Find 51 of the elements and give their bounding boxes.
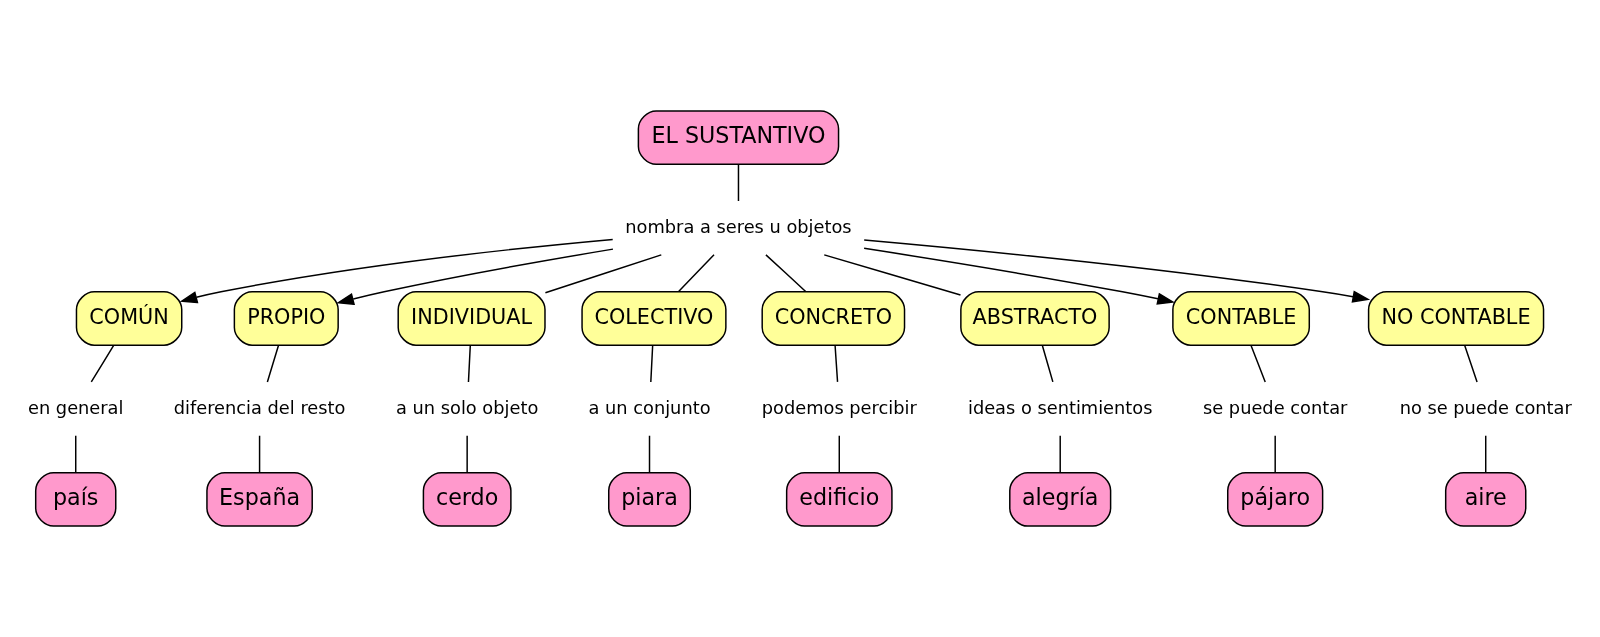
node-box: INDIVIDUAL	[397, 291, 546, 346]
node-box: piara	[608, 471, 691, 527]
node-box: cerdo	[422, 471, 512, 527]
node-box: COLECTIVO	[581, 291, 727, 346]
node-text: no se puede contar	[1399, 396, 1572, 418]
node-box: EL SUSTANTIVO	[637, 110, 840, 166]
node-box: COMÚN	[75, 291, 183, 346]
node-text: nombra a seres u objetos	[625, 215, 852, 237]
node-text: podemos percibir	[761, 396, 917, 418]
node-box: España	[206, 471, 313, 527]
node-box: aire	[1444, 471, 1527, 527]
connector	[544, 254, 662, 294]
connector	[1485, 435, 1487, 474]
connector	[1463, 344, 1478, 383]
node-text: a un solo objeto	[396, 396, 539, 418]
connector	[737, 163, 740, 202]
node-box: alegría	[1009, 471, 1112, 527]
connector	[1059, 435, 1061, 474]
node-text: diferencia del resto	[173, 396, 346, 418]
arrow	[863, 239, 1371, 303]
connector	[648, 435, 651, 474]
node-box: edificio	[785, 471, 893, 527]
arrow	[863, 247, 1176, 305]
arrow	[179, 238, 614, 304]
connector	[90, 344, 115, 383]
connector	[266, 344, 280, 383]
node-text: a un conjunto	[588, 396, 711, 418]
connector	[466, 435, 468, 474]
connector	[1274, 435, 1276, 474]
connector	[765, 254, 807, 293]
connector	[823, 254, 962, 296]
node-box: CONTABLE	[1172, 291, 1311, 346]
node-box: ABSTRACTO	[960, 291, 1110, 346]
node-text: en general	[28, 396, 124, 418]
node-text: ideas o sentimientos	[967, 396, 1153, 418]
connector	[1041, 344, 1054, 383]
connector	[467, 344, 472, 383]
connector	[258, 435, 261, 474]
node-box: NO CONTABLE	[1367, 291, 1545, 346]
connector	[650, 344, 654, 383]
node-box: pájaro	[1227, 471, 1324, 527]
connector	[1250, 344, 1266, 383]
connector	[838, 435, 841, 474]
node-box: país	[34, 471, 117, 527]
connector	[834, 344, 839, 383]
node-box: CONCRETO	[761, 291, 906, 346]
arrow	[336, 248, 614, 305]
node-text: se puede contar	[1203, 396, 1348, 418]
connector	[75, 435, 77, 474]
node-box: PROPIO	[233, 291, 339, 346]
connector	[677, 254, 715, 293]
